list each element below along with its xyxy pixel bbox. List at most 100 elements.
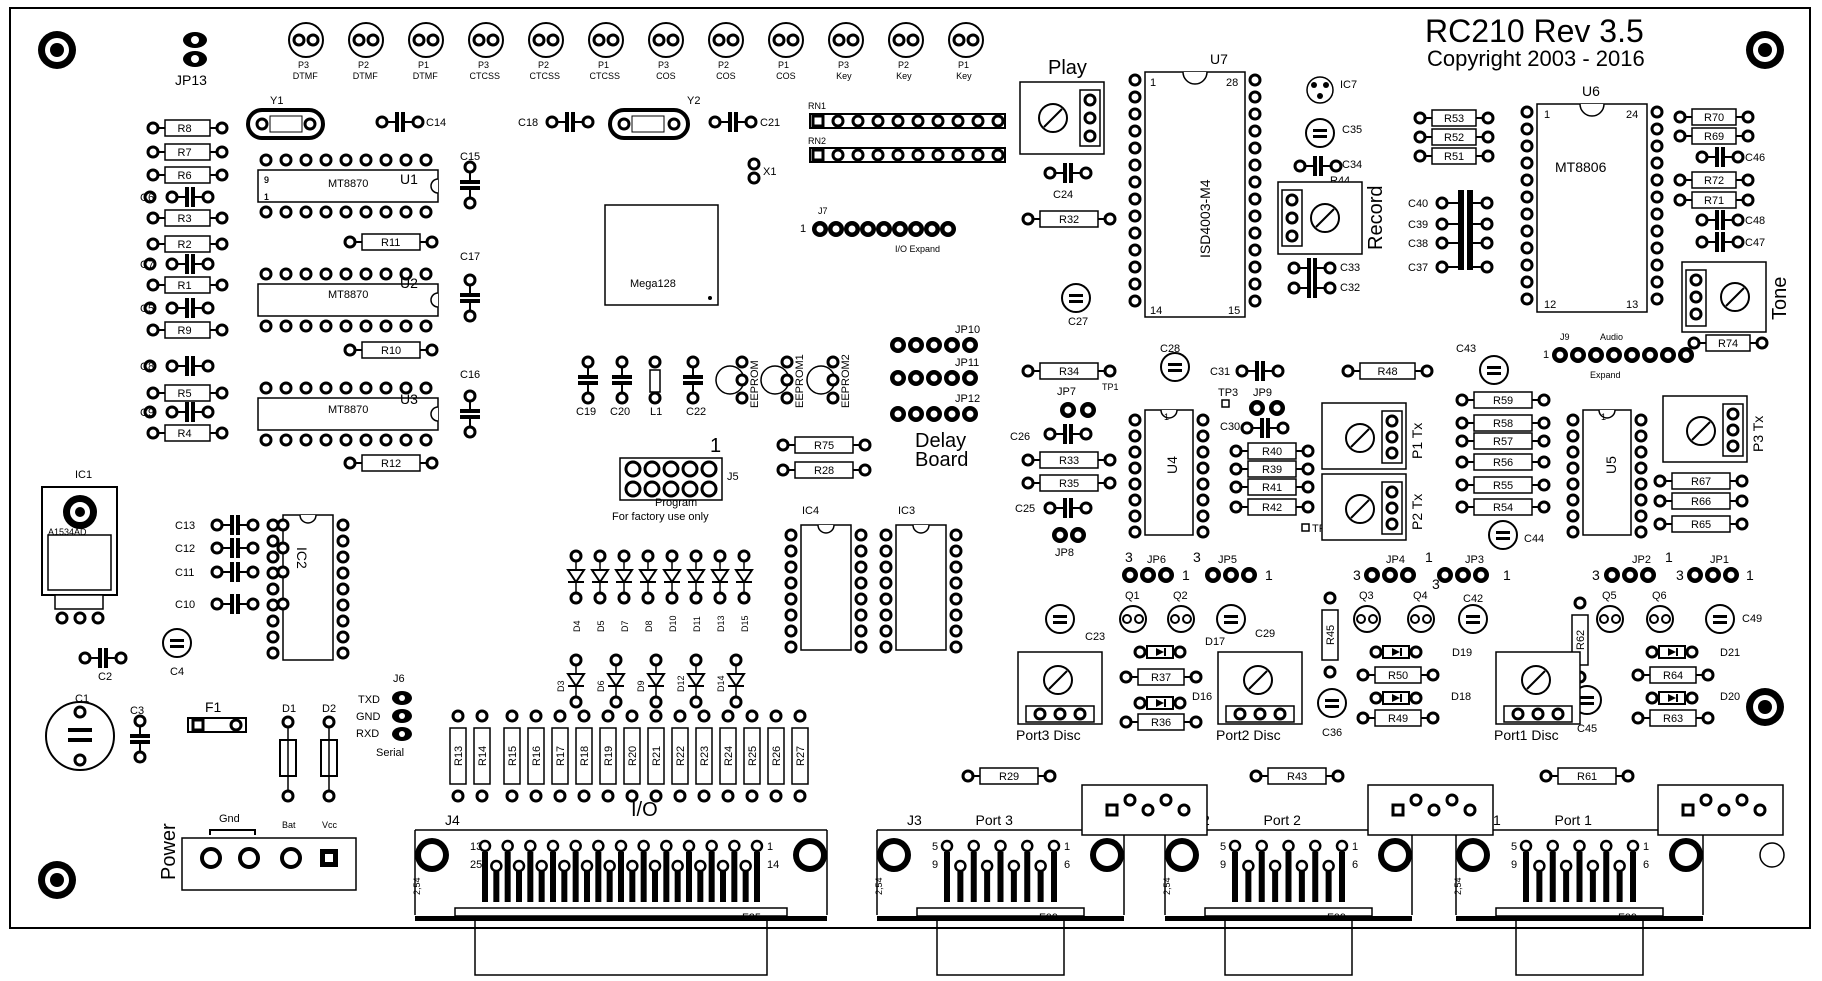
- svg-text:R35: R35: [1059, 478, 1079, 490]
- svg-text:C38: C38: [1408, 238, 1428, 250]
- pot-port3-disc[interactable]: Port3 Disc: [1016, 651, 1103, 743]
- pot-play[interactable]: Play: [1019, 57, 1105, 155]
- svg-text:1: 1: [1503, 567, 1511, 583]
- svg-text:C30: C30: [1220, 421, 1240, 433]
- label-c16: C16: [460, 369, 480, 381]
- svg-text:C28: C28: [1160, 343, 1180, 355]
- diode-d1: D1: [279, 703, 297, 803]
- svg-text:Key: Key: [956, 71, 972, 81]
- eeprom-socket-0: EEPROM: [715, 355, 761, 408]
- connector-jack-0[interactable]: [1081, 784, 1208, 836]
- label-ic4: IC4: [802, 505, 819, 517]
- svg-text:R6: R6: [178, 170, 192, 182]
- pot-record[interactable]: R44 Record: [1277, 175, 1387, 255]
- connector-power[interactable]: Gnd Bat Vcc Power: [158, 813, 357, 891]
- resistor-r8: R8: [146, 119, 229, 137]
- svg-text:F09: F09: [1618, 912, 1637, 924]
- svg-text:R8: R8: [178, 123, 192, 135]
- svg-text:1: 1: [1544, 109, 1550, 121]
- svg-text:Port 1: Port 1: [1555, 812, 1593, 828]
- resistor-r32: R32: [1021, 210, 1117, 228]
- header-j9-audio-expand[interactable]: J9 Audio 1 Expand: [1543, 332, 1694, 380]
- svg-text:Record: Record: [1365, 186, 1387, 250]
- header-j5-program[interactable]: 1 J5 Program For factory use only: [612, 435, 739, 523]
- svg-text:C36: C36: [1322, 727, 1342, 739]
- svg-text:1: 1: [1746, 567, 1754, 583]
- svg-text:JP8: JP8: [1055, 547, 1074, 559]
- svg-text:R27: R27: [795, 746, 807, 766]
- pot-port2-disc[interactable]: Port2 Disc: [1216, 651, 1303, 743]
- diode-d7: D7: [614, 549, 634, 632]
- svg-text:9: 9: [264, 175, 269, 185]
- svg-text:D6: D6: [596, 680, 606, 692]
- header-j6-serial[interactable]: J6 TXD GND RXD Serial: [356, 673, 412, 759]
- svg-text:5: 5: [1511, 841, 1517, 853]
- label-ic3: IC3: [898, 505, 915, 517]
- pot-p2-tx[interactable]: P2 Tx: [1321, 473, 1425, 541]
- svg-text:Program: Program: [655, 497, 697, 509]
- header-j7-io-expand[interactable]: J7 1 I/O Expand: [800, 206, 956, 254]
- svg-text:D1: D1: [282, 703, 296, 715]
- svg-text:C48: C48: [1745, 215, 1765, 227]
- svg-text:RN1: RN1: [808, 101, 826, 111]
- pot-port1-disc[interactable]: Port1 Disc: [1494, 651, 1581, 743]
- svg-text:U7: U7: [1210, 51, 1228, 67]
- svg-text:9: 9: [1511, 859, 1517, 871]
- svg-text:R57: R57: [1493, 436, 1513, 448]
- svg-text:JP10: JP10: [955, 324, 980, 336]
- svg-text:JP13: JP13: [175, 72, 207, 88]
- resistor-r24: R24: [719, 709, 737, 803]
- svg-text:IC1: IC1: [75, 469, 92, 481]
- jumper-jp13[interactable]: JP13: [175, 32, 207, 88]
- svg-text:R2: R2: [178, 239, 192, 251]
- connector-jack-1[interactable]: [1367, 784, 1494, 836]
- label-delay: Delay: [915, 430, 966, 452]
- svg-text:For factory use only: For factory use only: [612, 511, 709, 523]
- connector-jack-2[interactable]: [1657, 784, 1784, 836]
- port-disc-pots[interactable]: Port3 Disc Port2 Disc Port1 Disc: [1016, 651, 1581, 743]
- svg-text:P1: P1: [418, 60, 429, 70]
- svg-text:1: 1: [710, 435, 721, 457]
- svg-text:R13: R13: [453, 746, 465, 766]
- resistor-r71: R71: [1673, 191, 1755, 209]
- svg-text:RN2: RN2: [808, 136, 826, 146]
- svg-text:JP7: JP7: [1057, 386, 1076, 398]
- pot-p3-tx[interactable]: P3 Tx: [1662, 395, 1766, 463]
- svg-text:D14: D14: [716, 675, 726, 692]
- diode-d13: D13: [710, 549, 730, 632]
- svg-text:JP11: JP11: [955, 357, 979, 369]
- svg-text:JP2: JP2: [1632, 554, 1651, 566]
- resistor-r67: R67: [1653, 472, 1749, 490]
- svg-text:R41: R41: [1262, 482, 1282, 494]
- resistor-network-rn2: RN2: [808, 136, 1006, 163]
- pot-tone[interactable]: Tone: [1681, 261, 1791, 333]
- svg-text:EEPROM2: EEPROM2: [840, 354, 852, 408]
- resistor-r2: R2: [146, 235, 229, 253]
- svg-text:JP6: JP6: [1147, 554, 1166, 566]
- svg-text:R11: R11: [381, 237, 400, 249]
- svg-text:R56: R56: [1493, 457, 1513, 469]
- svg-text:1: 1: [1643, 841, 1649, 853]
- svg-text:C39: C39: [1408, 219, 1428, 231]
- pot-p1-tx[interactable]: P1 Tx: [1321, 402, 1425, 470]
- svg-text:1: 1: [1182, 567, 1190, 583]
- resistor-r75: R75: [776, 436, 872, 454]
- svg-text:P2: P2: [358, 60, 369, 70]
